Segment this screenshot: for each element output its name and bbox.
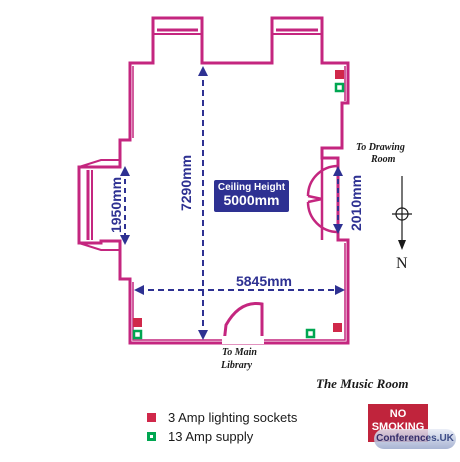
watermark-logo: Conferences.UK [374, 429, 456, 449]
lighting-socket-swatch [147, 413, 156, 422]
supply-socket [334, 82, 345, 93]
library-label-1: To Main [222, 347, 257, 358]
lighting-socket [133, 318, 142, 327]
length-label: 7290mm [178, 155, 194, 211]
supply-socket [132, 329, 143, 340]
supply-socket [305, 328, 316, 339]
drawing-room-label-2: Room [370, 154, 396, 165]
left-bay-window [78, 159, 120, 251]
supply-socket-swatch [147, 432, 156, 441]
legend-lighting: 3 Amp lighting sockets [147, 410, 297, 425]
top-window-right [271, 17, 323, 35]
library-label-2: Library [220, 360, 253, 371]
drawing-room-label-1: To Drawing [356, 142, 405, 153]
bay-right-label: 2010mm [348, 175, 364, 231]
legend-supply-label: 13 Amp supply [168, 429, 254, 444]
no-smoking-line1: NO [389, 408, 407, 420]
top-window-left [152, 17, 203, 35]
legend-lighting-label: 3 Amp lighting sockets [168, 410, 298, 425]
width-label: 5845mm [236, 273, 292, 289]
ceiling-height-label: Ceiling Height [217, 182, 286, 193]
ceiling-height-value: 5000mm [223, 192, 280, 208]
room-title: The Music Room [316, 376, 409, 391]
legend-supply: 13 Amp supply [147, 429, 253, 444]
ceiling-height-badge: Ceiling Height 5000mm [214, 180, 289, 212]
bay-left-label: 1950mm [108, 177, 124, 233]
lighting-socket [335, 70, 344, 79]
compass-icon [392, 176, 412, 250]
lighting-socket [333, 323, 342, 332]
library-door [222, 301, 264, 344]
north-label: N [396, 255, 408, 272]
